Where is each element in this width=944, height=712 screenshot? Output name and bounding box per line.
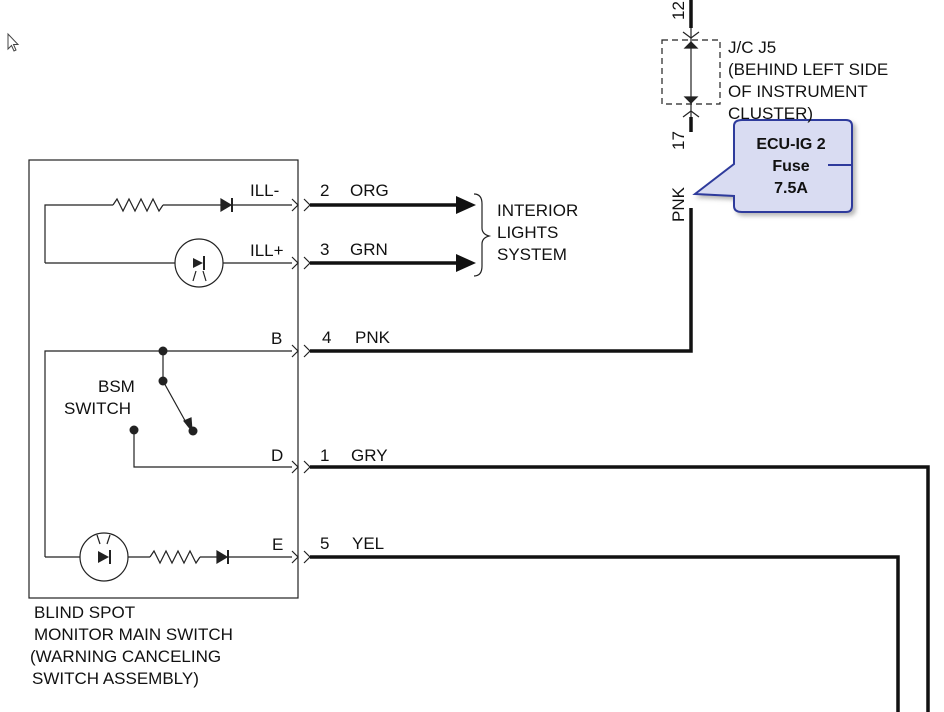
svg-text:SWITCH ASSEMBLY): SWITCH ASSEMBLY) [32, 669, 199, 688]
arrow-grn-icon [456, 254, 476, 272]
svg-text:SYSTEM: SYSTEM [497, 245, 567, 264]
terminal-d-name: D [271, 446, 283, 465]
pin-3: 3 [320, 240, 329, 259]
svg-text:(BEHIND LEFT SIDE: (BEHIND LEFT SIDE [728, 60, 888, 79]
svg-text:MONITOR MAIN SWITCH: MONITOR MAIN SWITCH [34, 625, 233, 644]
switch-assembly-box [28, 159, 299, 599]
pin-labels: 2 ORG 3 GRN 4 PNK 1 GRY 5 YEL [320, 181, 391, 553]
pin-1: 1 [320, 446, 329, 465]
ill-plus-internal-circuit [45, 238, 292, 288]
ill-minus-internal-circuit [44, 197, 292, 263]
fuse-callout [692, 119, 853, 213]
junction-connector-j5 [661, 28, 721, 118]
svg-text:BSM: BSM [98, 377, 135, 396]
svg-text:BLIND SPOT: BLIND SPOT [34, 603, 135, 622]
svg-text:(WARNING CANCELING: (WARNING CANCELING [30, 647, 221, 666]
svg-text:J/C J5: J/C J5 [728, 38, 776, 57]
svg-text:SWITCH: SWITCH [64, 399, 131, 418]
svg-text:INTERIOR: INTERIOR [497, 201, 578, 220]
terminal-ill-minus-name: ILL- [250, 181, 279, 200]
svg-text:LIGHTS: LIGHTS [497, 223, 558, 242]
wire-gry [310, 465, 930, 712]
diode-1-icon [220, 197, 233, 213]
connector-terminals [291, 198, 311, 564]
interior-lights-label: INTERIOR LIGHTS SYSTEM [497, 201, 578, 264]
terminal-e-name: E [272, 535, 283, 554]
arrow-org-icon [456, 196, 476, 214]
svg-text:OF INSTRUMENT: OF INSTRUMENT [728, 82, 868, 101]
callout-text: ECU-IG 2 Fuse 7.5A [756, 136, 825, 197]
terminal-ill-plus-name: ILL+ [250, 241, 284, 260]
wire-pnk [310, 208, 693, 353]
diode-2-icon [216, 549, 229, 565]
terminal-b-name: B [271, 329, 282, 348]
pin-5: 5 [320, 534, 329, 553]
wire-yel [310, 555, 900, 712]
pin-4: 4 [322, 328, 331, 347]
wire-yel-label: YEL [352, 534, 384, 553]
svg-text:CLUSTER): CLUSTER) [728, 104, 813, 123]
junction-wire-label: PNK [669, 186, 688, 222]
interior-lights-bracket [473, 193, 492, 277]
junction-pin-top: 12 [669, 1, 688, 20]
wire-grn-label: GRN [350, 240, 388, 259]
svg-text:ECU-IG 2: ECU-IG 2 [756, 136, 825, 153]
arrowheads [456, 196, 476, 272]
wire-org-label: ORG [350, 181, 389, 200]
switch-contacts [129, 346, 198, 436]
bsm-switch-circuit [44, 350, 292, 557]
mouse-cursor-icon [7, 32, 20, 52]
svg-text:Fuse: Fuse [772, 158, 809, 175]
e-internal-circuit [45, 532, 292, 582]
pin-2: 2 [320, 181, 329, 200]
svg-text:7.5A: 7.5A [774, 180, 808, 197]
resistor-1-icon [112, 197, 164, 213]
component-label: BLIND SPOT MONITOR MAIN SWITCH (WARNING … [30, 603, 233, 688]
external-wires [310, 0, 930, 712]
resistor-2-icon [149, 549, 201, 565]
bsm-switch-label: BSM SWITCH [64, 377, 135, 418]
terminal-labels: ILL- ILL+ B D E [250, 181, 284, 554]
switch-lever [162, 380, 189, 427]
wire-pnk-label: PNK [355, 328, 391, 347]
wire-gry-label: GRY [351, 446, 388, 465]
junction-pin-bottom: 17 [669, 131, 688, 150]
junction-label: J/C J5 (BEHIND LEFT SIDE OF INSTRUMENT C… [728, 38, 888, 123]
